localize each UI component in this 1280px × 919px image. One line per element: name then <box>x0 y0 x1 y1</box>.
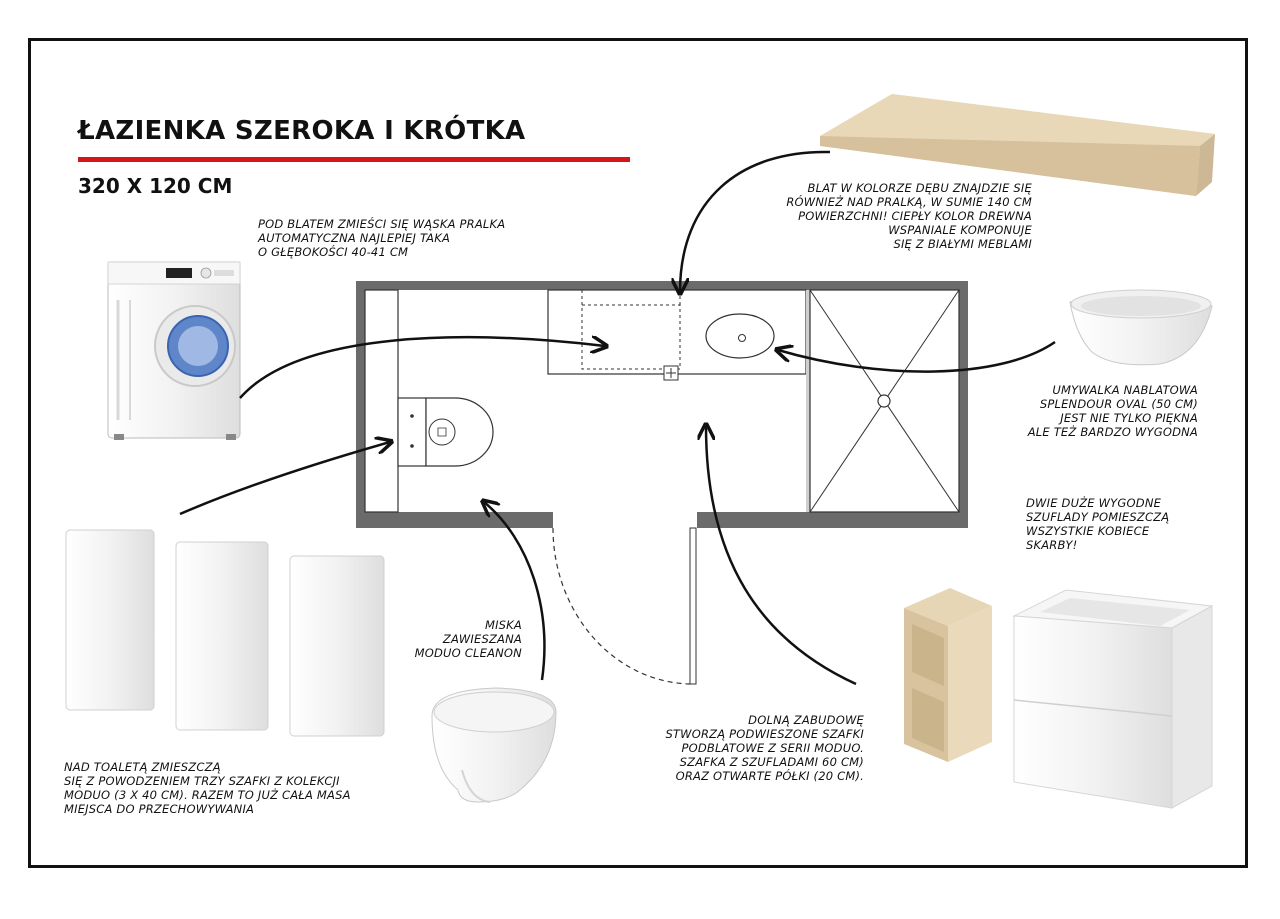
wall-cabinet-icon <box>65 529 385 737</box>
toilet-note: MISKA ZAWIESZANA MODUO CLEANON <box>414 618 522 660</box>
wall-cabinets-note: NAD TOALETĄ ZMIESZCZĄ SIĘ Z POWODZENIEM … <box>64 760 351 816</box>
room-dimensions: 320 X 120 CM <box>78 174 233 198</box>
open-shelf-icon <box>904 588 992 762</box>
door-plan <box>552 527 697 685</box>
washer-note: POD BLATEM ZMIEŚCI SIĘ WĄSKA PRALKA AUTO… <box>258 217 506 259</box>
toilet-plan <box>397 397 494 467</box>
drawers-note: DWIE DUŻE WYGODNE SZUFLADY POMIESZCZĄ WS… <box>1026 496 1170 552</box>
page-frame <box>28 38 1248 868</box>
hung-toilet-icon <box>431 687 557 803</box>
drawer-cabinet-icon <box>1012 589 1214 809</box>
annotation-arrows <box>179 150 1056 686</box>
room-walls <box>356 281 968 528</box>
countertop-plan <box>547 289 807 381</box>
cabinets-note: DOLNĄ ZABUDOWĘ STWORZĄ PODWIESZONE SZAFK… <box>665 713 864 783</box>
wooden-countertop-icon <box>820 94 1215 196</box>
oval-basin-icon <box>1069 289 1213 366</box>
shower-plan <box>806 289 960 513</box>
washing-machine-icon <box>107 261 241 440</box>
title-underline <box>78 157 630 162</box>
countertop-note: BLAT W KOLORZE DĘBU ZNAJDZIE SIĘ RÓWNIEŻ… <box>786 181 1032 251</box>
page-title: ŁAZIENKA SZEROKA I KRÓTKA <box>78 116 526 146</box>
wall-cabinets-outline <box>364 289 399 513</box>
basin-note: UMYWALKA NABLATOWA SPLENDOUR OVAL (50 CM… <box>1027 383 1198 439</box>
